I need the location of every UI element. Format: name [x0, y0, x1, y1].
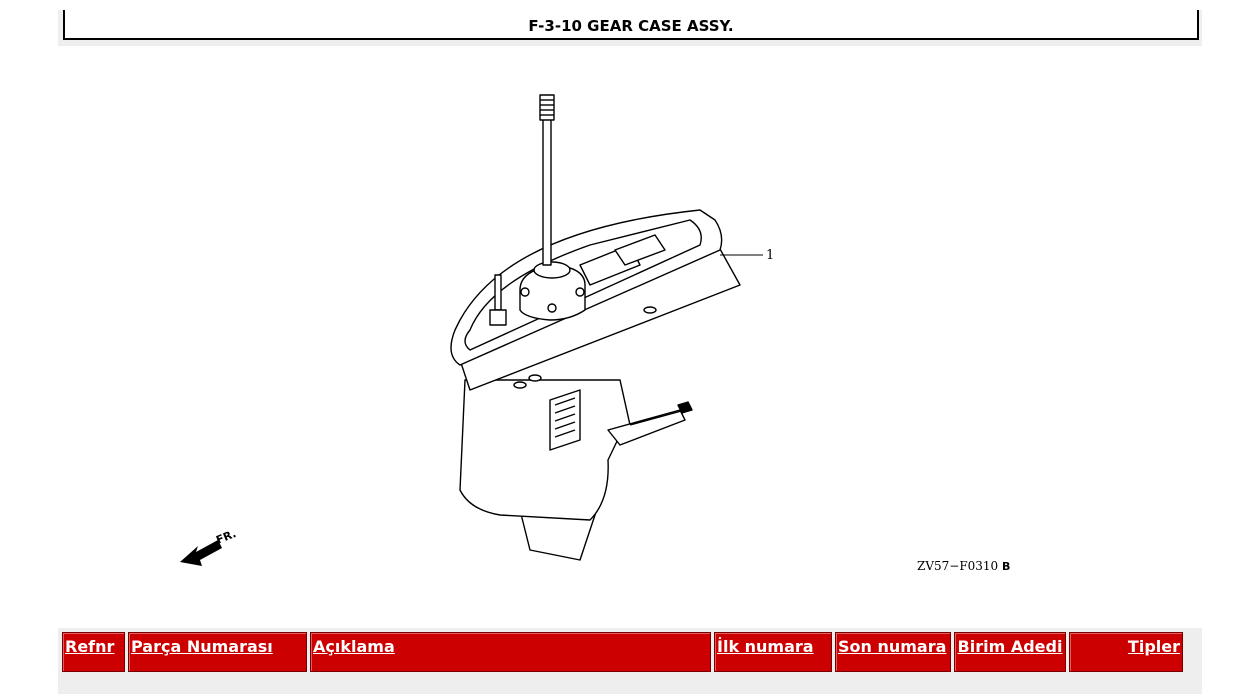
page-title: F-3-10 GEAR CASE ASSY.: [63, 10, 1199, 40]
parts-table-wrap: Refnr Parça Numarası Açıklama İlk numara…: [58, 628, 1202, 694]
column-header-first-number[interactable]: İlk numara: [714, 632, 832, 672]
front-direction-arrow-icon: FR.: [180, 527, 238, 566]
callout-label-1: 1: [766, 248, 774, 263]
column-header-description[interactable]: Açıklama: [310, 632, 711, 672]
figure-code: ZV57−F0310 B: [917, 559, 1010, 573]
figure-code-text: ZV57−F0310: [917, 559, 999, 573]
title-bar: F-3-10 GEAR CASE ASSY.: [58, 10, 1202, 46]
parts-diagram: FR.: [180, 94, 774, 566]
column-header-last-number[interactable]: Son numara: [835, 632, 951, 672]
gear-case-illustration: [450, 94, 763, 561]
parts-table: Refnr Parça Numarası Açıklama İlk numara…: [59, 629, 1186, 675]
direction-label: FR.: [214, 527, 238, 547]
column-header-refnr[interactable]: Refnr: [62, 632, 125, 672]
parts-table-header-row: Refnr Parça Numarası Açıklama İlk numara…: [62, 632, 1183, 672]
column-header-types[interactable]: Tipler: [1069, 632, 1183, 672]
column-header-part-number[interactable]: Parça Numarası: [128, 632, 307, 672]
column-header-unit-quantity[interactable]: Birim Adedi: [954, 632, 1066, 672]
figure-code-suffix: B: [1002, 560, 1011, 573]
